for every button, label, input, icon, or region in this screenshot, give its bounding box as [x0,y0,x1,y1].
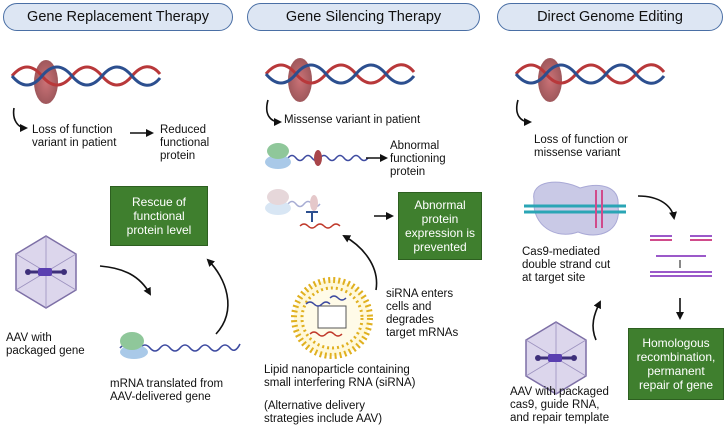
lipid-nanoparticle-icon [291,277,373,359]
missense-label: Missense variant in patient [284,114,421,126]
aav-capsid-icon [15,235,77,309]
ribosome-icon [265,189,321,215]
panel-title-editing: Direct Genome Editing [497,3,723,31]
panel-title-replacement: Gene Replacement Therapy [3,3,233,31]
ribosome-icon [119,332,241,359]
recombination-strands [650,235,712,277]
ribosome-icon [265,143,369,169]
cas9-complex-icon [524,181,626,236]
dna-helix-icon [264,58,416,102]
dna-helix-icon [10,60,162,104]
panel-title-silencing: Gene Silencing Therapy [247,3,480,31]
aav-capsid-icon [525,321,587,395]
dna-helix-icon [514,58,666,102]
